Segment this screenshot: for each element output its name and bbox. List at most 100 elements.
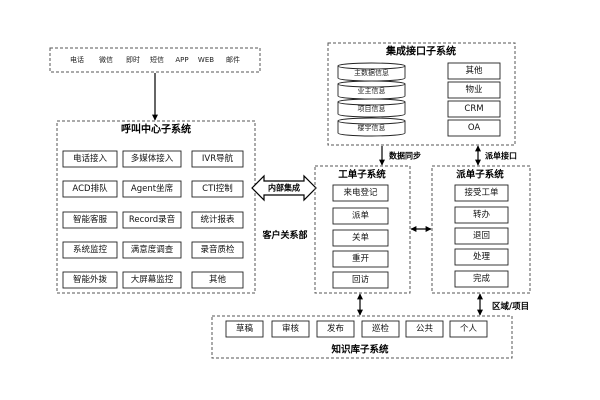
item-box: [332, 229, 389, 247]
process-item: 处理: [454, 248, 509, 266]
work-order-title: 工单子系统: [338, 169, 386, 181]
publish-item: 发布: [316, 320, 355, 338]
channel-phone: 电话: [70, 55, 84, 64]
knowledge-base-subsystem: 草稿 审核 发布 巡检 公共 个人 知识库子系统: [211, 315, 513, 359]
call-registration-item: 来电登记: [332, 184, 389, 202]
call-center-subsystem: 呼叫中心子系统 电话接入 多媒体接入 IVR导航 ACD排队 Agent坐席 C…: [56, 120, 256, 294]
item-label: Agent坐席: [131, 183, 174, 194]
ivr-navigation-item: IVR导航: [191, 150, 244, 168]
item-label: 满意度调查: [131, 244, 174, 255]
knowledge-base-title: 知识库子系统: [330, 344, 389, 356]
follow-up-visit-item: 回访: [332, 271, 389, 289]
item-label: 系统监控: [73, 244, 108, 255]
item-box: [122, 211, 182, 229]
return-item: 退回: [454, 227, 509, 245]
channel-im: 即时: [126, 55, 140, 64]
item-box: [271, 320, 310, 338]
call-center-other-item: 其他: [191, 271, 244, 289]
public-item: 公共: [405, 320, 444, 338]
item-box: [191, 211, 244, 229]
master-data-database: 主数据信息: [337, 62, 406, 82]
data-sync-label: 数据同步: [389, 151, 421, 161]
work-order-box: [314, 165, 411, 294]
item-box: [332, 207, 389, 225]
integration-subsystem: 集成接口子系统 主数据信息 业主信息 项目信息 楼宇信息 其他 物业 CRM O…: [327, 42, 516, 146]
dispatch-order-item: 派单: [332, 207, 389, 225]
item-label: 智能外拨: [73, 274, 108, 285]
item-box: [332, 250, 389, 268]
system-monitor-item: 系统监控: [62, 241, 118, 259]
call-center-title: 呼叫中心子系统: [121, 123, 191, 136]
item-box: [225, 320, 264, 338]
review-item: 审核: [271, 320, 310, 338]
project-info-database: 项目信息: [337, 98, 406, 118]
smart-outbound-item: 智能外拨: [62, 271, 118, 289]
database-cylinder-body: [337, 101, 406, 118]
item-box: [191, 271, 244, 289]
database-cylinder-body: [337, 120, 406, 137]
building-info-database: 楼宇信息: [337, 117, 406, 137]
item-label: 重开: [352, 253, 370, 264]
draft-item: 草稿: [225, 320, 264, 338]
database-label: 楼宇信息: [358, 123, 386, 132]
channel-sms: 短信: [150, 55, 164, 64]
inspection-item: 巡检: [361, 320, 400, 338]
channel-group: 电话 微信 即时 短信 APP WEB 邮件: [49, 47, 261, 73]
reopen-order-item: 重开: [332, 250, 389, 268]
item-label: 回访: [352, 274, 370, 285]
channel-app: APP: [175, 56, 188, 64]
owner-info-database: 业主信息: [337, 80, 406, 100]
item-box: [122, 241, 182, 259]
item-label: 草稿: [236, 323, 254, 334]
satisfaction-survey-item: 满意度调查: [122, 241, 182, 259]
database-cylinder-top: [337, 98, 406, 106]
item-label: 处理: [473, 251, 491, 262]
customer-relations-label: 客户关系部: [261, 229, 307, 241]
item-label: 物业: [465, 84, 482, 95]
item-label: 发布: [327, 323, 344, 334]
item-box: [122, 271, 182, 289]
dispatch-title: 派单子系统: [456, 169, 504, 181]
integration-box: [327, 42, 516, 146]
dispatch-interface-label: 派单接口: [485, 151, 517, 161]
item-box: [316, 320, 355, 338]
channel-email: 邮件: [226, 55, 240, 64]
item-box: [454, 248, 509, 266]
item-label: 统计报表: [200, 214, 235, 225]
item-box: [449, 320, 488, 338]
item-box: [122, 180, 182, 198]
cti-control-item: CTI控制: [191, 180, 244, 198]
item-label: 录音质检: [200, 244, 235, 255]
item-label: 大屏幕监控: [131, 274, 174, 285]
integration-other-system: 其他: [447, 62, 501, 80]
accept-order-item: 接受工单: [454, 184, 509, 202]
item-label: 其他: [209, 274, 227, 285]
big-screen-monitor-item: 大屏幕监控: [122, 271, 182, 289]
item-box: [454, 270, 509, 288]
item-label: 审核: [282, 323, 300, 334]
complete-item: 完成: [454, 270, 509, 288]
database-label: 业主信息: [358, 86, 386, 95]
region-project-label: 区域/项目: [492, 301, 529, 312]
item-box: [62, 180, 118, 198]
item-box: [447, 62, 501, 80]
item-box: [454, 206, 509, 224]
item-label: 其他: [465, 65, 483, 76]
item-box: [62, 211, 118, 229]
item-label: 智能客服: [73, 214, 108, 225]
property-system: 物业: [447, 81, 501, 99]
item-label: 公共: [416, 324, 434, 334]
item-box: [191, 241, 244, 259]
work-order-subsystem: 工单子系统 来电登记 派单 关单 重开 回访: [314, 165, 411, 294]
item-box: [332, 271, 389, 289]
item-box: [62, 241, 118, 259]
item-label: 多媒体接入: [131, 153, 174, 164]
item-box: [122, 150, 182, 168]
database-cylinder-top: [337, 62, 406, 70]
item-label: 电话接入: [73, 153, 108, 164]
database-cylinder-top: [337, 80, 406, 88]
item-label: 个人: [460, 324, 478, 334]
transfer-item: 转办: [454, 206, 509, 224]
item-box: [454, 184, 509, 202]
